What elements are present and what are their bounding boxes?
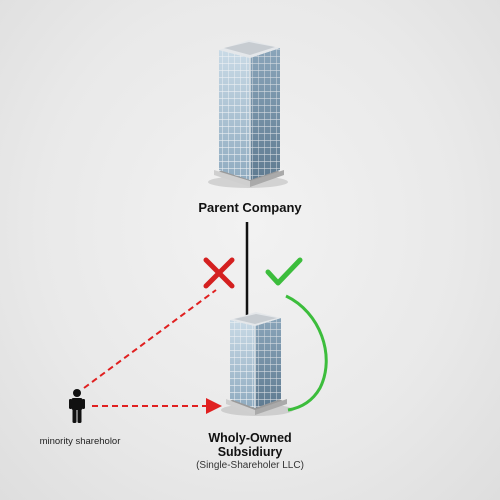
subsidiary-title-line2: Subsidiury: [217, 445, 283, 459]
subsidiary-title: Wholy-Owned Subsidiury: [170, 431, 330, 459]
parent-company-label: Parent Company: [198, 200, 302, 215]
check-icon: [265, 257, 303, 286]
subsidiary-building: [221, 312, 293, 416]
approved-ownership-line: [285, 294, 328, 412]
minority-shareholder-label: minority shareholor: [39, 436, 121, 447]
subsidiary-note: (Single-Shareholer LLC): [196, 460, 304, 471]
cross-icon: [203, 257, 235, 289]
subsidiary-title-line1: Wholy-Owned: [208, 431, 292, 445]
person-icon: [69, 389, 85, 423]
rejected-ownership-line: [83, 289, 217, 389]
parent-building: [208, 40, 288, 188]
